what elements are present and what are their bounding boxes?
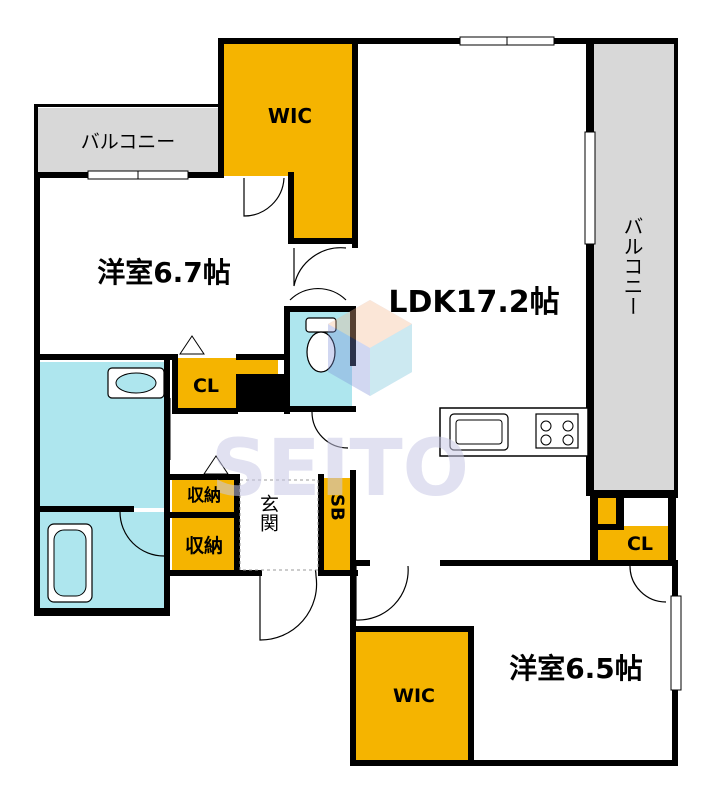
room-label-western-room-2: 洋室6.5帖: [509, 652, 643, 685]
balcony-left-floor: [38, 108, 218, 174]
room-label-wic-bottom: WIC: [393, 685, 435, 707]
bathtub-fixture: [47, 523, 93, 603]
cl-left-strip: [236, 358, 278, 374]
room-label-ldk: LDK17.2帖: [388, 285, 559, 320]
storage-lower-floor: [172, 518, 236, 574]
cl-left-floor: [176, 358, 236, 412]
entrance-floor: [239, 479, 319, 571]
cl-right-floor-b: [597, 526, 669, 560]
room-label-storage-lower: 収納: [185, 534, 223, 557]
room-label-balcony-right: バルコニー: [620, 216, 644, 316]
storage-upper-floor: [172, 478, 236, 514]
wic-top-floor: [222, 42, 356, 240]
balcony-right-floor: [593, 42, 675, 490]
kitchen-counter: [439, 407, 589, 457]
room-label-cl-left: CL: [193, 375, 219, 397]
room-label-cl-right: CL: [627, 533, 653, 555]
sb-floor: [322, 478, 352, 574]
watermark-text: SEITO: [211, 424, 469, 514]
room-label-wic-top: WIC: [268, 104, 312, 128]
wic-bottom-floor: [356, 630, 470, 760]
room-label-storage-upper: 収納: [187, 485, 221, 506]
sliding-doors: [169, 96, 355, 540]
toilet-fixture: [305, 317, 337, 373]
room-label-shoe-box: SB: [327, 494, 348, 521]
window-mullions: [137, 37, 508, 179]
walls: [34, 38, 678, 766]
watermark-logo: [328, 300, 412, 396]
washbasin-fixture: [107, 367, 165, 399]
step-arrows: [179, 335, 229, 475]
room-label-balcony-left: バルコニー: [81, 131, 176, 153]
room-label-western-room-1: 洋室6.7帖: [97, 256, 231, 289]
room-label-entrance: 玄関: [257, 494, 279, 532]
